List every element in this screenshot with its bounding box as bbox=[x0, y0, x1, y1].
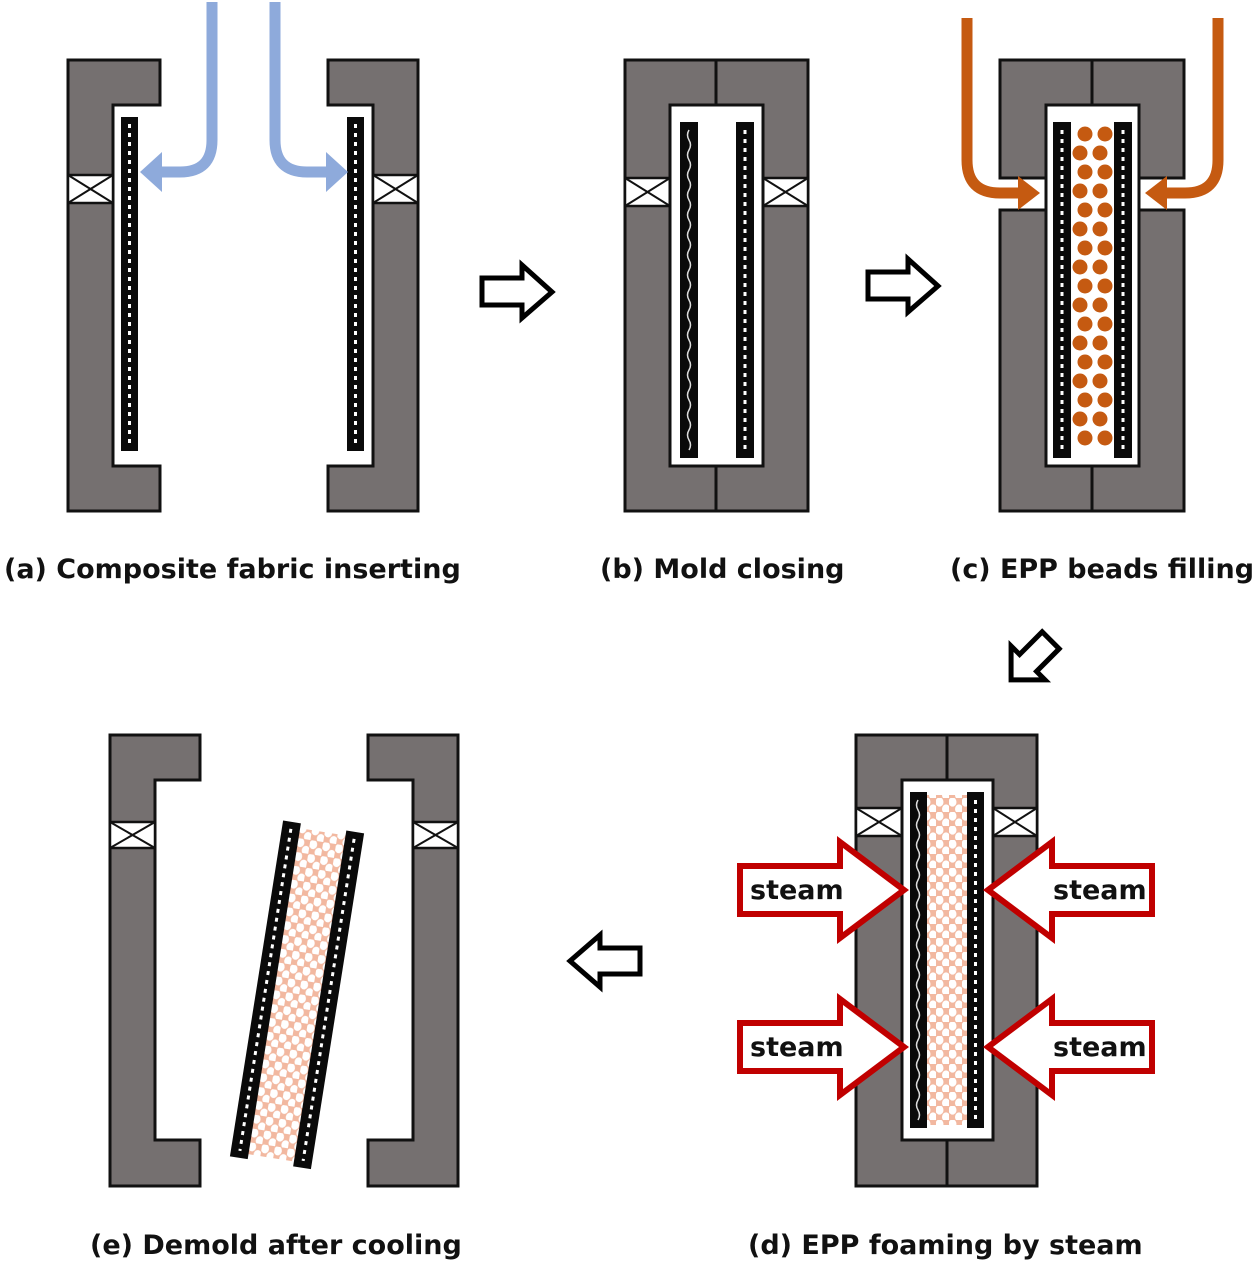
composite-fabric-left bbox=[121, 117, 138, 451]
mold-half-left bbox=[108, 733, 202, 1188]
composite-fabric-right bbox=[736, 122, 754, 458]
caption-step-b: (b) Mold closing bbox=[600, 554, 845, 585]
mold-half-right bbox=[326, 58, 420, 513]
epp-bead bbox=[1097, 392, 1113, 408]
step-e-demold-after-cooling bbox=[108, 733, 460, 1188]
epp-bead bbox=[1077, 316, 1093, 332]
epp-bead bbox=[1097, 430, 1113, 446]
composite-fabric-right bbox=[347, 117, 364, 451]
epp-bead bbox=[1097, 164, 1113, 180]
epp-bead bbox=[1077, 392, 1093, 408]
steam-label: steam bbox=[750, 1032, 844, 1063]
epp-bead bbox=[1092, 259, 1108, 275]
mold-half-left bbox=[66, 58, 162, 513]
epp-bead bbox=[1092, 183, 1108, 199]
fabric-insert-arrow-right bbox=[269, 2, 348, 192]
steam-label: steam bbox=[1053, 875, 1147, 906]
steam-arrow-upper-right: steam bbox=[983, 836, 1155, 944]
epp-bead bbox=[1077, 202, 1093, 218]
steam-arrow-lower-right: steam bbox=[983, 993, 1155, 1101]
epp-bead bbox=[1092, 411, 1108, 427]
caption-step-e: (e) Demold after cooling bbox=[90, 1230, 462, 1261]
composite-fabric-right bbox=[1114, 122, 1132, 458]
epp-bead bbox=[1097, 240, 1113, 256]
epp-bead bbox=[1072, 259, 1088, 275]
epp-bead bbox=[1072, 145, 1088, 161]
epp-foam-core bbox=[926, 795, 968, 1125]
step-a-composite-fabric-inserting bbox=[66, 2, 420, 513]
epp-bead bbox=[1097, 316, 1113, 332]
flow-arrow-right-1 bbox=[479, 259, 556, 324]
fabric-insert-arrow-left bbox=[140, 2, 218, 192]
epp-bead bbox=[1077, 430, 1093, 446]
epp-bead bbox=[1097, 202, 1113, 218]
steam-arrow-lower-left: steam bbox=[737, 993, 909, 1101]
epp-bead bbox=[1072, 411, 1088, 427]
caption-step-a: (a) Composite fabric inserting bbox=[4, 554, 461, 585]
flow-arrow-down-left bbox=[1008, 628, 1063, 683]
epp-bead bbox=[1092, 297, 1108, 313]
epp-bead bbox=[1072, 373, 1088, 389]
epp-bead bbox=[1097, 354, 1113, 370]
step-c-epp-beads-filling bbox=[961, 18, 1224, 513]
caption-step-c: (c) EPP beads filling bbox=[950, 554, 1254, 585]
steam-arrow-upper-left: steam bbox=[737, 836, 909, 944]
epp-bead bbox=[1072, 297, 1088, 313]
epp-bead bbox=[1072, 183, 1088, 199]
steam-label: steam bbox=[750, 875, 844, 906]
epp-foam-core bbox=[247, 828, 347, 1162]
mold-half-right bbox=[366, 733, 460, 1188]
composite-fabric-right bbox=[967, 792, 984, 1128]
step-d-epp-foaming-by-steam: steam steam steam steam bbox=[737, 733, 1155, 1188]
epp-bead bbox=[1092, 373, 1108, 389]
epp-bead bbox=[1097, 126, 1113, 142]
step-b-mold-closing bbox=[623, 58, 810, 513]
epp-bead bbox=[1077, 278, 1093, 294]
flow-arrow-right-2 bbox=[865, 253, 942, 318]
epp-bead bbox=[1092, 145, 1108, 161]
epp-bead bbox=[1097, 278, 1113, 294]
caption-step-d: (d) EPP foaming by steam bbox=[748, 1230, 1143, 1261]
epp-bead bbox=[1072, 221, 1088, 237]
epp-beads bbox=[1072, 126, 1113, 446]
epp-bead bbox=[1077, 354, 1093, 370]
epp-bead bbox=[1077, 240, 1093, 256]
demolded-composite-panel bbox=[229, 820, 365, 1170]
epp-bead bbox=[1092, 221, 1108, 237]
composite-fabric-left bbox=[1053, 122, 1071, 458]
flow-arrow-left bbox=[566, 929, 643, 993]
epp-bead bbox=[1072, 335, 1088, 351]
epp-bead bbox=[1092, 335, 1108, 351]
epp-bead bbox=[1077, 164, 1093, 180]
steam-label: steam bbox=[1053, 1032, 1147, 1063]
bead-fill-arrow-right bbox=[1145, 18, 1224, 210]
bead-fill-arrow-left bbox=[961, 18, 1040, 210]
epp-bead bbox=[1077, 126, 1093, 142]
